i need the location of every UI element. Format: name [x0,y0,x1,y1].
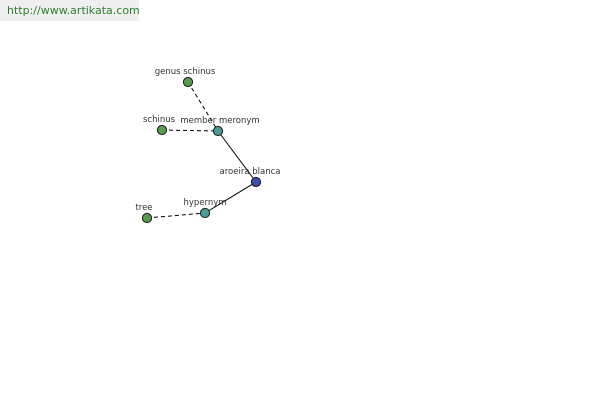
edge-schinus-to-member-meronym [161,129,219,132]
edge-genus-schinus-to-member-meronym [187,81,219,132]
node-hypernym[interactable]: hypernym [183,198,227,219]
node-label-genus-schinus[interactable]: genus schinus [155,67,216,77]
node-member-meronym[interactable]: member meronym [180,116,260,137]
node-schinus[interactable]: schinus [143,115,176,136]
node-label-hypernym[interactable]: hypernym [183,198,226,208]
node-circle-member-meronym[interactable] [212,125,224,137]
edge-hypernym-to-aroeira-blanca [204,181,257,214]
node-label-aroeira-blanca[interactable]: aroeira blanca [220,167,281,177]
node-tree[interactable]: tree [135,203,153,224]
site-url[interactable]: http://www.artikata.com [0,0,140,21]
node-label-member-meronym[interactable]: member meronym [180,116,259,126]
node-circle-aroeira-blanca[interactable] [250,176,262,188]
node-circle-tree[interactable] [141,212,153,224]
node-circle-hypernym[interactable] [199,207,211,219]
node-circle-schinus[interactable] [156,124,168,136]
node-aroeira-blanca[interactable]: aroeira blanca [220,167,281,188]
node-label-tree[interactable]: tree [135,203,152,213]
node-circle-genus-schinus[interactable] [182,76,194,88]
edge-tree-to-hypernym [146,212,206,219]
edge-member-meronym-to-aroeira-blanca [217,130,257,183]
node-label-schinus[interactable]: schinus [143,115,176,125]
node-genus-schinus[interactable]: genus schinus [155,67,216,88]
